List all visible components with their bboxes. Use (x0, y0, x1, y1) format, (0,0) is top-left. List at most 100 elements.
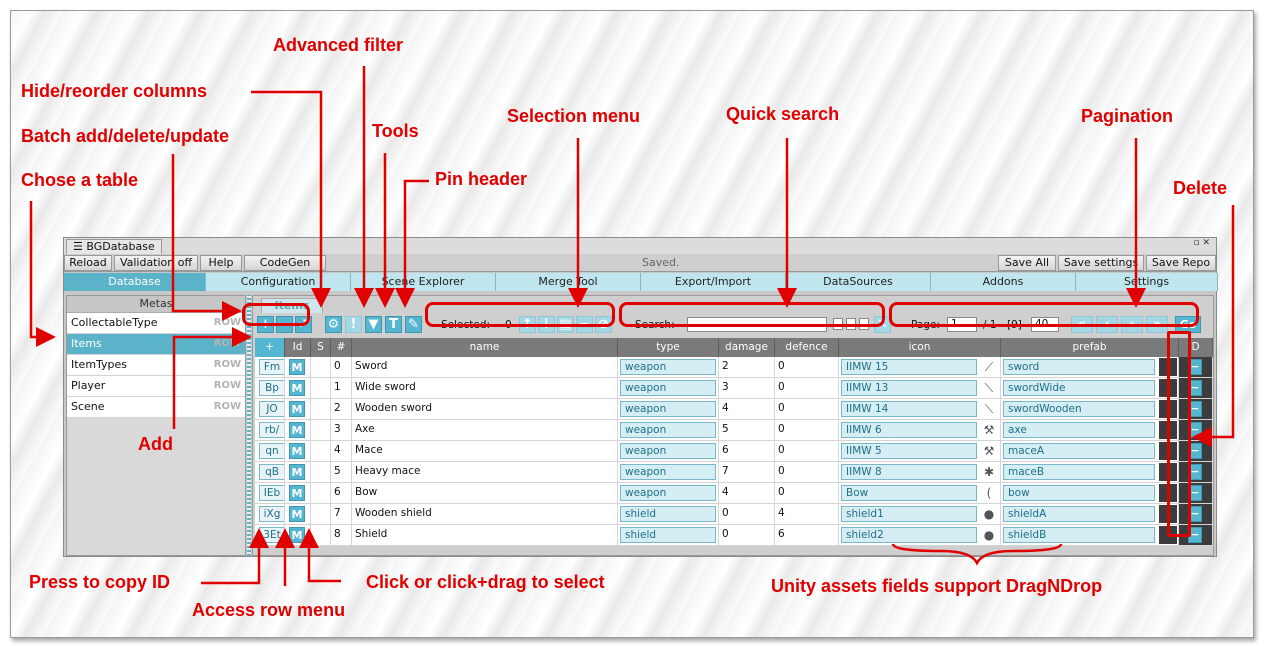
type-field[interactable]: weapon (620, 422, 716, 438)
name-field[interactable]: Shield (352, 525, 618, 545)
pin-icon[interactable]: ✎ (405, 316, 422, 333)
type-field[interactable]: weapon (620, 485, 716, 501)
icon-asset-field[interactable]: shield1 (841, 506, 977, 522)
column-header-defence[interactable]: defence (775, 338, 839, 357)
prefab-asset-field[interactable]: shieldB (1003, 527, 1155, 543)
column-header-s[interactable]: S (311, 338, 331, 357)
defence-field[interactable]: 0 (775, 483, 839, 503)
row-menu-button[interactable]: M (289, 464, 305, 480)
tab-database[interactable]: Database (64, 273, 206, 291)
damage-field[interactable]: 4 (719, 483, 775, 503)
column-header-id[interactable]: Id (285, 338, 311, 357)
tab-addons[interactable]: Addons (931, 273, 1076, 291)
damage-field[interactable]: 7 (719, 462, 775, 482)
row-menu-button[interactable]: M (289, 359, 305, 375)
window-controls[interactable]: ▫ ✕ (1193, 238, 1210, 248)
row-menu-button[interactable]: M (289, 422, 305, 438)
codegen-button[interactable]: CodeGen (244, 255, 326, 271)
name-field[interactable]: Sword (352, 357, 618, 377)
delete-row-button[interactable]: − (1188, 527, 1202, 543)
tab-merge-tool[interactable]: Merge Tool (496, 273, 641, 291)
save-repo-button[interactable]: Save Repo (1146, 255, 1216, 271)
type-field[interactable]: weapon (620, 443, 716, 459)
type-field[interactable]: shield (620, 506, 716, 522)
delete-row-button[interactable]: − (1188, 485, 1202, 501)
name-field[interactable]: Wooden shield (352, 504, 618, 524)
select-cell[interactable] (311, 399, 331, 419)
tools-icon[interactable]: T (385, 316, 402, 333)
icon-asset-field[interactable]: IIMW 5 (841, 443, 977, 459)
defence-field[interactable]: 6 (775, 525, 839, 545)
column-header-name[interactable]: name (352, 338, 618, 357)
prefab-asset-field[interactable]: bow (1003, 485, 1155, 501)
add-row-icon[interactable]: + (255, 338, 285, 357)
name-field[interactable]: Wide sword (352, 378, 618, 398)
copy-id-button[interactable]: IEb (259, 485, 284, 501)
prefab-asset-field[interactable]: maceA (1003, 443, 1155, 459)
damage-field[interactable]: 0 (719, 504, 775, 524)
prefab-asset-field[interactable]: swordWooden (1003, 401, 1155, 417)
copy-id-button[interactable]: Bp (259, 380, 284, 396)
reload-button[interactable]: Reload (64, 255, 112, 271)
damage-field[interactable]: 5 (719, 420, 775, 440)
tab-datasources[interactable]: DataSources (786, 273, 931, 291)
select-cell[interactable] (311, 441, 331, 461)
defence-field[interactable]: 0 (775, 378, 839, 398)
select-cell[interactable] (311, 483, 331, 503)
row-menu-button[interactable]: M (289, 380, 305, 396)
icon-asset-field[interactable]: IIMW 14 (841, 401, 977, 417)
prefab-asset-field[interactable]: shieldA (1003, 506, 1155, 522)
help-button[interactable]: Help (200, 255, 242, 271)
copy-id-button[interactable]: iXg (259, 506, 284, 522)
type-field[interactable]: shield (620, 527, 716, 543)
damage-field[interactable]: 6 (719, 441, 775, 461)
damage-field[interactable]: 4 (719, 399, 775, 419)
copy-id-button[interactable]: qn (259, 443, 284, 459)
damage-field[interactable]: 3 (719, 378, 775, 398)
type-field[interactable]: weapon (620, 401, 716, 417)
prefab-asset-field[interactable]: axe (1003, 422, 1155, 438)
name-field[interactable]: Bow (352, 483, 618, 503)
column-header-icon[interactable]: icon (839, 338, 1001, 357)
prefab-asset-field[interactable]: sword (1003, 359, 1155, 375)
tab-configuration[interactable]: Configuration (206, 273, 351, 291)
column-header-prefab[interactable]: prefab (1001, 338, 1179, 357)
defence-field[interactable]: 0 (775, 399, 839, 419)
defence-field[interactable]: 0 (775, 441, 839, 461)
defence-field[interactable]: 0 (775, 462, 839, 482)
copy-id-button[interactable]: rb/ (259, 422, 284, 438)
row-menu-button[interactable]: M (289, 443, 305, 459)
gear-icon[interactable]: ⚙ (325, 316, 342, 333)
icon-asset-field[interactable]: IIMW 13 (841, 380, 977, 396)
row-menu-button[interactable]: M (289, 506, 305, 522)
select-cell[interactable] (311, 525, 331, 545)
damage-field[interactable]: 0 (719, 525, 775, 545)
copy-id-button[interactable]: Fm (259, 359, 284, 375)
prefab-asset-field[interactable]: maceB (1003, 464, 1155, 480)
select-cell[interactable] (311, 462, 331, 482)
name-field[interactable]: Heavy mace (352, 462, 618, 482)
prefab-asset-field[interactable]: swordWide (1003, 380, 1155, 396)
defence-field[interactable]: 0 (775, 357, 839, 377)
select-cell[interactable] (311, 420, 331, 440)
save-settings-button[interactable]: Save settings (1058, 255, 1144, 271)
type-field[interactable]: weapon (620, 359, 716, 375)
icon-asset-field[interactable]: IIMW 8 (841, 464, 977, 480)
window-tab[interactable]: ☰ BGDatabase (66, 239, 162, 255)
filter-icon[interactable]: ▼ (365, 316, 382, 333)
copy-id-button[interactable]: JO (259, 401, 284, 417)
tab-scene-explorer[interactable]: Scene Explorer (351, 273, 496, 291)
row-menu-button[interactable]: M (289, 401, 305, 417)
column-header-type[interactable]: type (618, 338, 719, 357)
icon-asset-field[interactable]: IIMW 15 (841, 359, 977, 375)
